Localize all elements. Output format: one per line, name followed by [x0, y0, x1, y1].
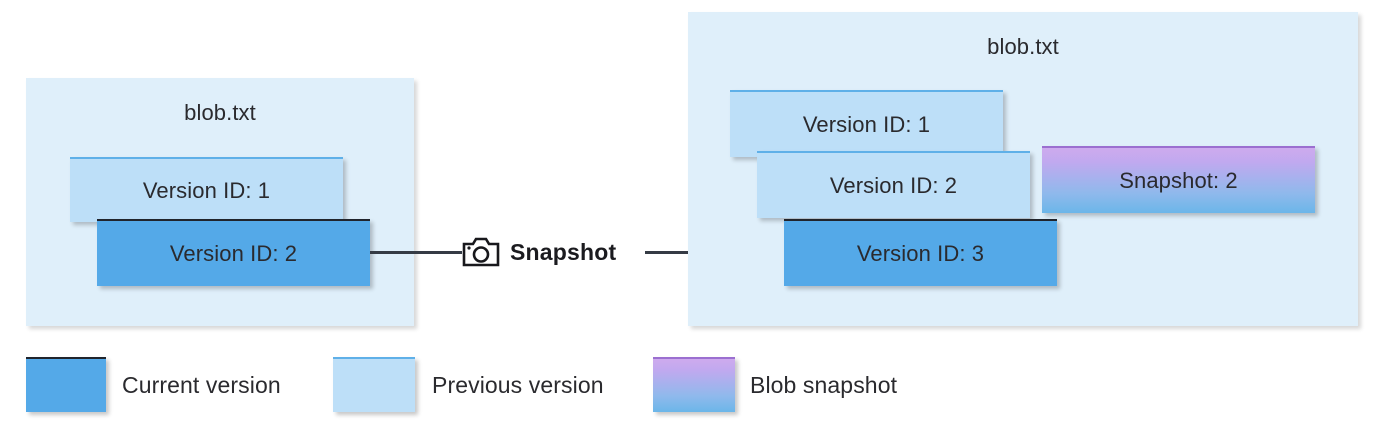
version-box-right-3: Version ID: 3 [784, 219, 1057, 286]
snapshot-transition-label: Snapshot [510, 239, 617, 265]
blob-title-left: blob.txt [184, 100, 256, 125]
version-box-right-2: Version ID: 2 [757, 151, 1030, 218]
legend-label-blob-snapshot: Blob snapshot [750, 372, 898, 398]
version-box-left-2: Version ID: 2 [97, 219, 370, 286]
connector-line-left [370, 251, 462, 254]
legend-swatch-previous-version [333, 357, 415, 412]
legend-label-previous-version: Previous version [432, 372, 604, 398]
camera-icon [462, 236, 500, 268]
snapshot-box-right: Snapshot: 2 [1042, 146, 1315, 213]
version-box-label: Version ID: 1 [142, 177, 271, 203]
legend-label-current-version: Current version [122, 372, 281, 398]
legend-swatch-blob-snapshot [653, 357, 735, 412]
version-box-label: Version ID: 2 [169, 240, 298, 266]
version-box-left-1: Version ID: 1 [70, 157, 343, 222]
version-box-label: Version ID: 3 [856, 240, 985, 266]
version-box-label: Version ID: 2 [829, 172, 958, 198]
blob-title-right: blob.txt [987, 34, 1059, 59]
version-box-label: Version ID: 1 [802, 111, 931, 137]
legend-swatch-current-version [26, 357, 106, 412]
version-box-right-1: Version ID: 1 [730, 90, 1003, 157]
snapshot-box-label: Snapshot: 2 [1119, 167, 1238, 193]
